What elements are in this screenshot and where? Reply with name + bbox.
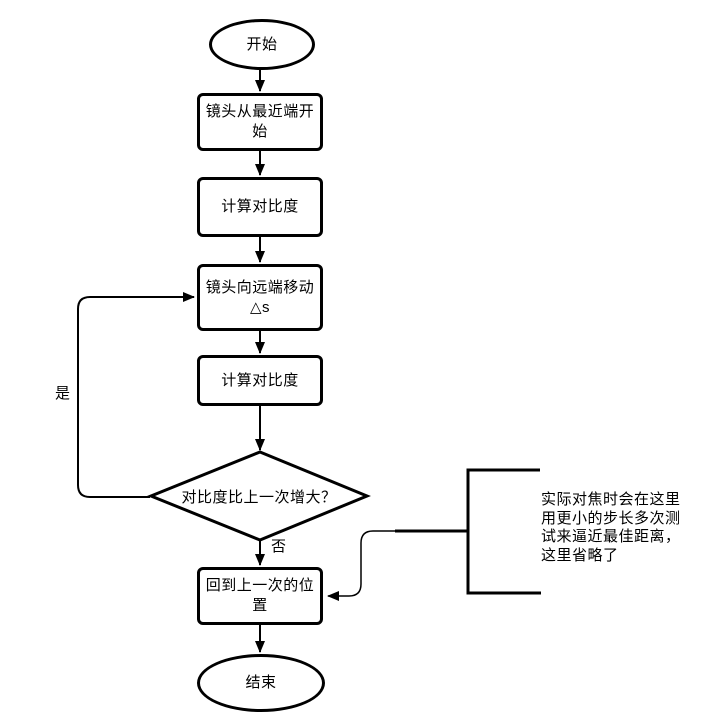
- end-terminator: 结束: [197, 654, 325, 712]
- annotation-bracket: [466, 468, 541, 595]
- annotation-note: 实际对焦时会在这里 用更小的步长多次测 试来逼近最佳距离， 这里省略了: [541, 491, 681, 564]
- process-lens-start: 镜头从最近端开始: [197, 93, 323, 151]
- process-move-lens: 镜头向远端移动 △s: [197, 264, 323, 331]
- arrow-decision-yes-loop: [77, 292, 195, 498]
- process-return-previous: 回到上一次的位置: [197, 567, 323, 625]
- start-terminator: 开始: [209, 19, 315, 70]
- yes-edge-label: 是: [55, 385, 71, 402]
- decision-diamond-shape: [146, 450, 371, 542]
- no-edge-label: 否: [271, 538, 287, 555]
- process-calc-contrast-1: 计算对比度: [197, 177, 323, 237]
- process-calc-contrast-2: 计算对比度: [197, 355, 323, 406]
- annotation-connector-arrow: [327, 530, 395, 601]
- decision-contrast-increase-label: 对比度比上一次增大？: [181, 488, 337, 506]
